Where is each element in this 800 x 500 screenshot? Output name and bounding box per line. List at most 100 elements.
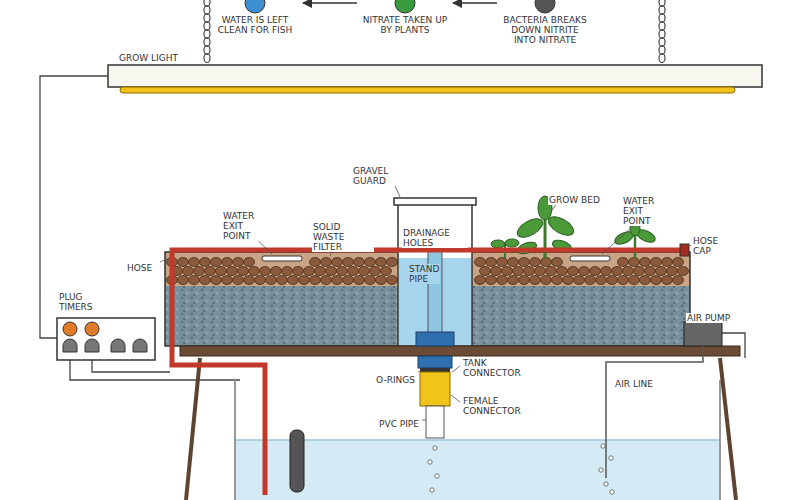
air-pump	[684, 322, 722, 346]
clay-pebble	[513, 267, 524, 276]
clay-pebble	[387, 276, 398, 285]
clay-pebble	[304, 267, 315, 276]
o-rings	[420, 368, 450, 372]
clay-pebble	[293, 267, 304, 276]
clay-pebble	[178, 258, 189, 267]
bubbles	[428, 444, 614, 494]
cycle-icon	[533, 0, 557, 15]
clay-pebble	[376, 276, 387, 285]
clay-pebble	[299, 276, 310, 285]
clay-pebble	[552, 258, 563, 267]
bubble	[428, 460, 432, 464]
bubble	[601, 444, 605, 448]
part-label-text: TANK CONNECTOR	[462, 358, 536, 378]
clay-pebble	[326, 267, 337, 276]
clay-pebble	[607, 276, 618, 285]
clay-pebble	[519, 258, 530, 267]
clay-pebble	[678, 267, 689, 276]
clay-pebble	[332, 258, 343, 267]
clay-pebble	[376, 258, 387, 267]
part-label: AIR PUMP	[686, 306, 746, 325]
clay-pebble	[348, 267, 359, 276]
part-label-text: FEMALE CONNECTOR	[462, 396, 536, 416]
clay-pebble	[662, 258, 673, 267]
part-label-text: PLUG TIMERS	[58, 292, 106, 312]
cycle-icon	[243, 0, 267, 15]
water-exit-point	[570, 256, 610, 261]
clay-pebble	[315, 267, 326, 276]
stand-pipe	[398, 204, 472, 346]
clay-pebble	[530, 258, 541, 267]
clay-pebble	[541, 258, 552, 267]
clay-pebble	[271, 267, 282, 276]
plug-timers	[57, 318, 155, 360]
part-label-text: WATER EXIT POINT	[222, 211, 274, 241]
clay-pebble	[222, 276, 233, 285]
clay-pebble	[557, 267, 568, 276]
water-pump	[290, 430, 304, 492]
clay-pebble	[343, 276, 354, 285]
clay-pebble	[189, 258, 200, 267]
clay-pebble	[497, 276, 508, 285]
clay-pebble	[332, 276, 343, 285]
timer-dial	[63, 322, 77, 336]
grow-light-housing	[108, 65, 762, 87]
part-label-text: GROW BED	[548, 195, 601, 205]
part-label: FEMALE CONNECTOR	[462, 396, 536, 418]
water-exit-point	[262, 256, 302, 261]
clay-pebble	[365, 276, 376, 285]
clay-pebble	[227, 267, 238, 276]
clay-pebble	[370, 267, 381, 276]
clay-pebble	[183, 267, 194, 276]
clay-pebble	[645, 267, 656, 276]
clay-pebble	[629, 276, 640, 285]
clay-pebble	[354, 258, 365, 267]
cycle-step: BACTERIA BREAKS DOWN NITRITE INTO NITRAT…	[500, 0, 590, 45]
clay-pebble	[618, 258, 629, 267]
clay-pebble	[475, 276, 486, 285]
bubble	[435, 474, 439, 478]
bubble	[604, 482, 608, 486]
power-wire	[40, 76, 108, 338]
clay-pebble	[238, 267, 249, 276]
part-label-text: HOSE CAP	[692, 236, 732, 256]
part-label-text: HOSE	[126, 263, 153, 273]
clay-pebble	[205, 267, 216, 276]
clay-pebble	[563, 276, 574, 285]
tank-connector	[418, 356, 452, 368]
clay-pebble	[249, 267, 260, 276]
clay-pebble	[541, 276, 552, 285]
power-wire	[92, 360, 170, 372]
bubble	[609, 456, 613, 460]
clay-pebble	[552, 276, 563, 285]
grow-light-bulb	[120, 87, 735, 93]
clay-pebble	[651, 276, 662, 285]
cycle-icon-circle	[245, 0, 265, 13]
part-label: PLUG TIMERS	[58, 292, 106, 314]
chain	[204, 0, 665, 63]
clay-pebble	[343, 258, 354, 267]
clay-pebble	[673, 258, 684, 267]
table-leg	[186, 358, 736, 500]
clay-pebble	[310, 276, 321, 285]
part-label: DRAINAGE HOLES	[402, 228, 468, 250]
clay-pebble	[601, 267, 612, 276]
clay-pebble	[381, 267, 392, 276]
clay-pebble	[194, 267, 205, 276]
bubble	[610, 490, 614, 494]
cycle-icon-circle	[395, 0, 415, 13]
clay-pebble	[618, 276, 629, 285]
clay-pebble	[640, 258, 651, 267]
part-label-text: AIR PUMP	[686, 313, 731, 323]
clay-pebble	[233, 276, 244, 285]
clay-pebble	[585, 276, 596, 285]
clay-pebble	[590, 267, 601, 276]
timer-dial	[85, 322, 99, 336]
clay-pebble	[629, 258, 640, 267]
part-label: O-RINGS	[366, 368, 416, 387]
clay-pebble	[178, 276, 189, 285]
clay-pebble	[200, 258, 211, 267]
clay-pebble	[508, 258, 519, 267]
bubble	[433, 446, 437, 450]
